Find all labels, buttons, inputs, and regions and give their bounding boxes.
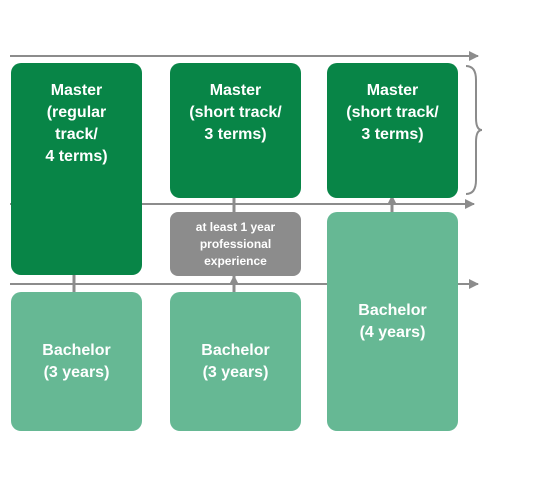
master-short-track-label-col3: Master (short track/ 3 terms) — [346, 82, 439, 143]
professional-experience-box: at least 1 year professional experience — [170, 212, 301, 276]
bachelor-4-years-box-col3: Bachelor (4 years) — [327, 212, 458, 431]
master-short-track-box-col3: Master (short track/ 3 terms) — [327, 63, 458, 198]
professional-experience-label: at least 1 year professional experience — [195, 219, 276, 268]
bachelor-label-col2: Bachelor (3 years) — [201, 341, 270, 381]
master-group-brace — [465, 65, 483, 195]
bachelor-3-years-box-col2: Bachelor (3 years) — [170, 292, 301, 431]
master-regular-track-box: Master (regular track/ 4 terms) — [11, 63, 142, 275]
bachelor-label-col1: Bachelor (3 years) — [42, 341, 111, 381]
master-short-track-label-col2: Master (short track/ 3 terms) — [189, 82, 282, 143]
master-regular-track-label: Master (regular track/ 4 terms) — [45, 82, 108, 165]
master-short-track-box-col2: Master (short track/ 3 terms) — [170, 63, 301, 198]
bachelor-3-years-box-col1: Bachelor (3 years) — [11, 292, 142, 431]
bachelor-label-col3: Bachelor (4 years) — [358, 301, 427, 341]
